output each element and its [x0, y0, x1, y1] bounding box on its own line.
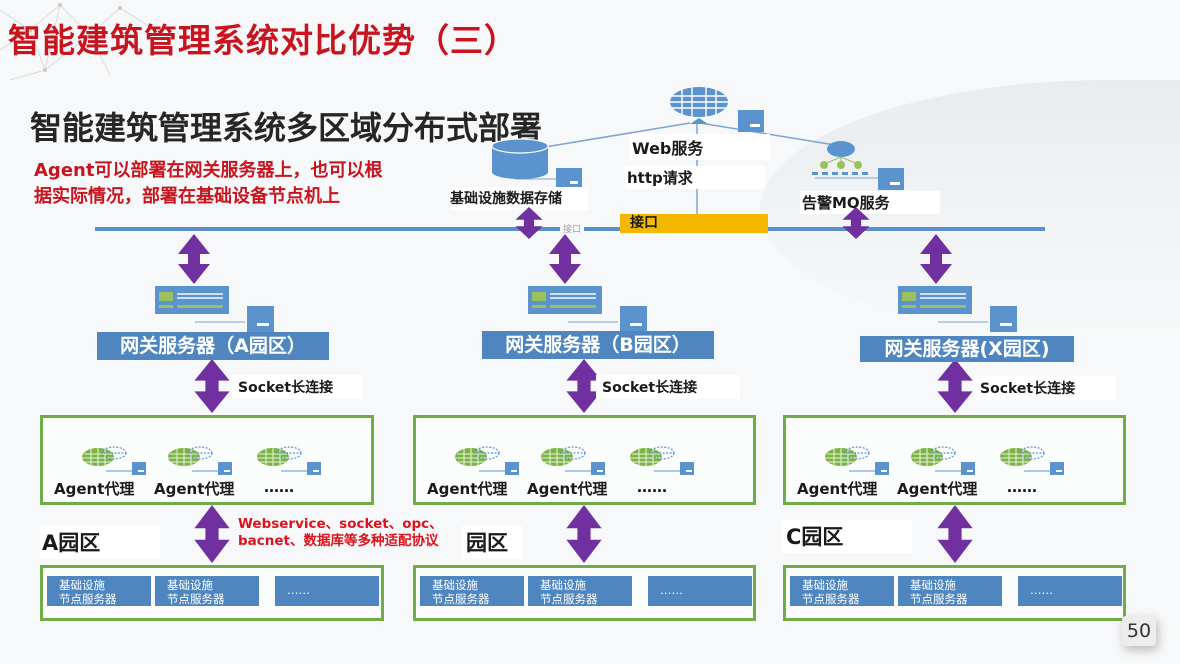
- gateway-server-icon: [898, 286, 1017, 332]
- node-server: 基础设施节点服务器: [790, 576, 894, 606]
- mq-service-label: 告警MQ服务: [800, 191, 940, 214]
- zone-label: A园区: [40, 526, 160, 559]
- http-request-label: http请求: [625, 166, 765, 189]
- socket-connection-label: Socket长连接: [596, 375, 740, 399]
- agent-node-icon: [539, 445, 609, 481]
- node-server-label-line-1: 基础设施: [802, 578, 848, 592]
- zone-label: C园区: [782, 520, 912, 553]
- pc-icon: [878, 168, 904, 190]
- agent-label: Agent代理: [54, 480, 135, 498]
- node-server-more: ……: [1018, 576, 1122, 606]
- network-pattern-decoration: [0, 3, 156, 81]
- deployment-note-line-1: Agent可以部署在网关服务器上，也可以根: [34, 160, 383, 181]
- storage-label: 基础设施数据存储: [450, 187, 588, 210]
- node-server-label-line-1: 基础设施: [59, 578, 105, 592]
- socket-connection-label: Socket长连接: [974, 376, 1116, 400]
- node-server-label-line-1: 基础设施: [167, 578, 213, 592]
- socket-connection-label: Socket长连接: [232, 375, 362, 399]
- pc-icon: [556, 168, 582, 188]
- agent-node-icon: [255, 445, 325, 481]
- gateway-server-label: 网关服务器（B园区）: [482, 331, 714, 359]
- node-server-label-line-1: ……: [1030, 583, 1053, 597]
- agent-label: Agent代理: [427, 480, 508, 498]
- deployment-note: Agent可以部署在网关服务器上，也可以根 据实际情况，部署在基础设备节点机上: [34, 158, 382, 210]
- node-server-label-line-2: 节点服务器: [167, 592, 225, 606]
- node-server: 基础设施节点服务器: [155, 576, 259, 606]
- agent-node-icon: [909, 445, 979, 481]
- storage-web-link: [544, 122, 691, 148]
- node-server-label-line-2: 节点服务器: [910, 592, 968, 606]
- web-globe-icon: [670, 87, 728, 124]
- agent-label: Agent代理: [797, 480, 878, 498]
- node-server-label-line-1: ……: [660, 583, 683, 597]
- node-server: 基础设施节点服务器: [898, 576, 1002, 606]
- agent-label: Agent代理: [527, 480, 608, 498]
- node-server-label-line-1: 基础设施: [432, 578, 478, 592]
- node-server-label-line-2: 节点服务器: [59, 592, 117, 606]
- diagram-title: 智能建筑管理系统多区域分布式部署: [30, 109, 543, 147]
- node-server-label-line-1: ……: [287, 583, 310, 597]
- protocol-note: Webservice、socket、opc、 bacnet、数据库等多种适配协议: [238, 516, 443, 550]
- agent-more-label: ……: [637, 478, 667, 496]
- mq-hierarchy-icon: [812, 141, 868, 175]
- gateway-server-icon: [528, 286, 647, 332]
- agent-label: Agent代理: [897, 480, 978, 498]
- node-server-more: ……: [648, 576, 752, 606]
- node-server-label-line-1: 基础设施: [540, 578, 586, 592]
- node-server-more: ……: [275, 576, 379, 606]
- agent-node-icon: [80, 445, 150, 481]
- web-service-label: Web服务: [630, 134, 770, 160]
- agent-node-icon: [453, 445, 523, 481]
- agent-more-label: ……: [1007, 478, 1037, 496]
- agent-node-icon: [998, 445, 1068, 481]
- agent-node-icon: [166, 445, 236, 481]
- node-server-label-line-2: 节点服务器: [802, 592, 860, 606]
- zone-label: 园区: [462, 526, 522, 559]
- agent-node-icon: [628, 445, 698, 481]
- pc-icon: [738, 110, 764, 132]
- node-server-label-line-2: 节点服务器: [432, 592, 490, 606]
- node-server-label-line-1: 基础设施: [910, 578, 956, 592]
- protocol-note-line-2: bacnet、数据库等多种适配协议: [238, 533, 439, 549]
- node-server: 基础设施节点服务器: [47, 576, 151, 606]
- deployment-note-line-2: 据实际情况，部署在基础设备节点机上: [34, 186, 340, 207]
- page-number: 50: [1122, 616, 1156, 646]
- agent-label: Agent代理: [154, 480, 235, 498]
- gateway-server-label: 网关服务器(X园区): [860, 336, 1074, 362]
- gateway-server-label: 网关服务器（A园区）: [97, 332, 329, 360]
- node-server-label-line-2: 节点服务器: [540, 592, 598, 606]
- agent-node-icon: [823, 445, 893, 481]
- agent-more-label: ……: [264, 478, 294, 496]
- protocol-note-line-1: Webservice、socket、opc、: [238, 516, 443, 532]
- interface-faint-label: 接口: [560, 222, 585, 235]
- slide-title: 智能建筑管理系统对比优势（三）: [8, 21, 518, 60]
- gateway-server-icon: [155, 286, 274, 332]
- database-icon: [491, 138, 549, 179]
- node-server: 基础设施节点服务器: [528, 576, 632, 606]
- node-server: 基础设施节点服务器: [420, 576, 524, 606]
- interface-bar: 接口: [620, 214, 768, 233]
